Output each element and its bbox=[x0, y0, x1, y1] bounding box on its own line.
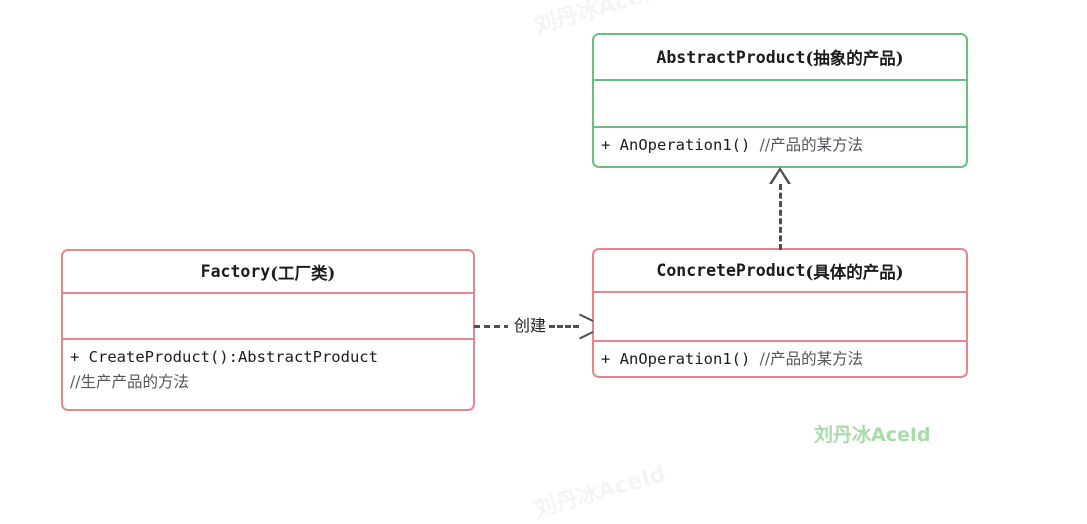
class-title-abstract-product: AbstractProduct(抽象的产品) bbox=[594, 35, 966, 81]
class-name-cjk-factory: (工厂类) bbox=[270, 263, 336, 283]
class-name-latin-concrete-product: ConcreteProduct bbox=[656, 261, 806, 280]
method-comment-abstract-product-0: //产品的某方法 bbox=[759, 136, 864, 154]
class-box-concrete-product[interactable]: ConcreteProduct(具体的产品) + AnOperation1() … bbox=[592, 248, 968, 378]
class-name-latin-abstract-product: AbstractProduct bbox=[656, 47, 806, 67]
class-name-cjk-concrete-product: (具体的产品) bbox=[805, 262, 904, 282]
class-name-latin-factory: Factory bbox=[200, 262, 271, 281]
connector-label-create: 创建 bbox=[508, 312, 552, 340]
method-signature-factory-0: + CreateProduct():AbstractProduct bbox=[70, 348, 378, 366]
class-box-abstract-product[interactable]: AbstractProduct(抽象的产品) + AnOperation1() … bbox=[592, 33, 968, 168]
class-attributes-factory bbox=[63, 294, 473, 340]
dashed-line bbox=[779, 184, 782, 250]
class-attributes-concrete-product bbox=[594, 293, 966, 342]
author-watermark: 刘丹冰AceId bbox=[814, 424, 931, 446]
open-arrowhead-icon bbox=[578, 318, 592, 334]
method-comment-factory-0: //生产产品的方法 bbox=[70, 373, 189, 391]
class-title-factory: Factory(工厂类) bbox=[63, 251, 473, 294]
hollow-triangle-arrowhead-icon bbox=[769, 167, 791, 184]
class-methods-factory: + CreateProduct():AbstractProduct //生产产品的… bbox=[63, 340, 473, 409]
class-name-cjk-abstract-product: (抽象的产品) bbox=[805, 49, 904, 68]
method-signature-abstract-product-0: + AnOperation1() bbox=[601, 136, 760, 154]
connector-dependency[interactable]: 创建 bbox=[474, 312, 594, 342]
background-watermark-bottom: 刘丹冰AceId bbox=[531, 461, 669, 524]
class-methods-abstract-product: + AnOperation1() //产品的某方法 bbox=[594, 128, 966, 166]
class-attributes-abstract-product bbox=[594, 81, 966, 128]
class-box-factory[interactable]: Factory(工厂类) + CreateProduct():AbstractP… bbox=[61, 249, 475, 411]
dashed-line-right bbox=[549, 325, 579, 328]
method-signature-concrete-product-0: + AnOperation1() bbox=[601, 350, 760, 368]
connector-realization[interactable] bbox=[763, 166, 797, 250]
class-methods-concrete-product: + AnOperation1() //产品的某方法 bbox=[594, 342, 966, 376]
dashed-line-left bbox=[474, 325, 510, 328]
method-comment-concrete-product-0: //产品的某方法 bbox=[759, 350, 864, 368]
class-title-concrete-product: ConcreteProduct(具体的产品) bbox=[594, 250, 966, 293]
